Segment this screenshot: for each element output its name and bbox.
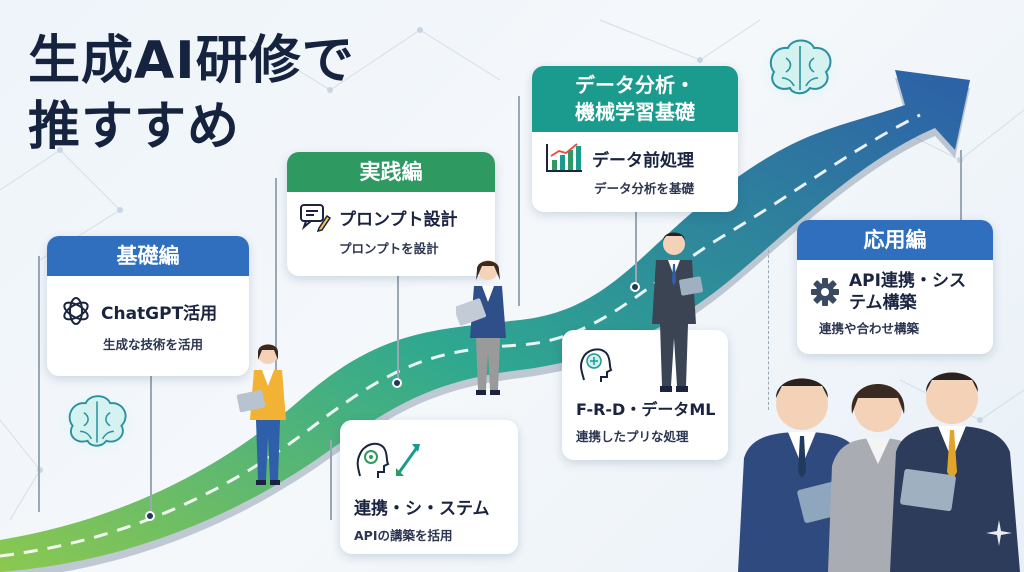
connector-basic	[38, 256, 40, 512]
stage-header-applied: 応用編	[797, 220, 993, 260]
stage-header-line-2: 機械学習基礎	[575, 100, 695, 124]
sparkle-icon	[986, 520, 1012, 546]
ai-head-icon	[580, 348, 613, 382]
connector-apply-2	[768, 250, 770, 410]
info-card-title: F-R-D・データML	[576, 400, 716, 419]
stage-item-subtitle: データ分析を基礎	[594, 181, 695, 196]
woman-with-laptop-illustration	[456, 260, 506, 395]
info-card-subtitle: APIの講築を括用	[354, 528, 453, 543]
connector-data	[518, 96, 520, 306]
stage-header-data-analysis: データ分析・ 機械学習基礎	[532, 66, 738, 132]
connector-practice-2	[397, 276, 399, 384]
man-with-tablet-illustration	[652, 232, 703, 392]
stage-item-title: プロンプト設計	[339, 209, 458, 230]
info-card-integration: 連携・シ・ステム APIの講築を括用	[340, 420, 518, 554]
business-team-illustration	[738, 372, 1020, 572]
stage-item-title: API連携・システム構築	[849, 271, 966, 313]
head-gear-icon	[356, 442, 420, 478]
milestone-dot	[145, 511, 155, 521]
connector-practice	[275, 178, 277, 388]
stage-item-subtitle: 生成な技術を活用	[103, 337, 204, 352]
stage-header-basic: 基礎編	[47, 236, 249, 276]
brain-icon	[754, 32, 846, 108]
milestone-dot	[392, 378, 402, 388]
stage-card-basic: 基礎編 ChatGPT活用 生成な技術を活用	[47, 236, 249, 376]
stage-header-practice: 実践編	[287, 152, 495, 192]
brain-icon	[53, 388, 141, 460]
gear-icon	[811, 278, 839, 306]
info-card-rd-ml: F-R-D・データML 連携したプリな処理	[562, 330, 728, 460]
bar-chart-icon	[546, 143, 582, 172]
info-card-subtitle: 連携したプリな処理	[576, 429, 689, 444]
stage-item-title: ChatGPT活用	[101, 303, 218, 324]
stage-item-title: データ前処理	[592, 150, 694, 171]
woman-with-laptop-illustration	[236, 344, 286, 485]
stage-card-applied: 応用編 API連携・システム構築 連携や合わせ構築	[797, 220, 993, 354]
title-line-1: 生成AI研修で	[28, 31, 355, 91]
stage-item-subtitle: 連携や合わせ構築	[819, 321, 920, 336]
stage-header-line-1: データ分析・	[575, 73, 695, 97]
openai-logo-icon	[63, 297, 89, 325]
page-title: 生成AI研修で 推すすめ	[28, 28, 355, 160]
info-card-title: 連携・シ・ステム	[354, 499, 490, 519]
chat-pencil-icon	[300, 204, 331, 232]
connector-link	[330, 440, 332, 520]
connector-apply	[960, 150, 962, 250]
title-line-2: 推すすめ	[28, 97, 241, 157]
stage-card-data-analysis: データ分析・ 機械学習基礎 データ前処理 データ分析を基礎	[532, 66, 738, 212]
stage-card-practice: 実践編 プロンプト設計 プロンプトを設計	[287, 152, 495, 276]
connector-basic-2	[150, 376, 152, 516]
milestone-dot	[630, 282, 640, 292]
stage-item-subtitle: プロンプトを設計	[339, 241, 439, 256]
connector-data-2	[635, 212, 637, 288]
